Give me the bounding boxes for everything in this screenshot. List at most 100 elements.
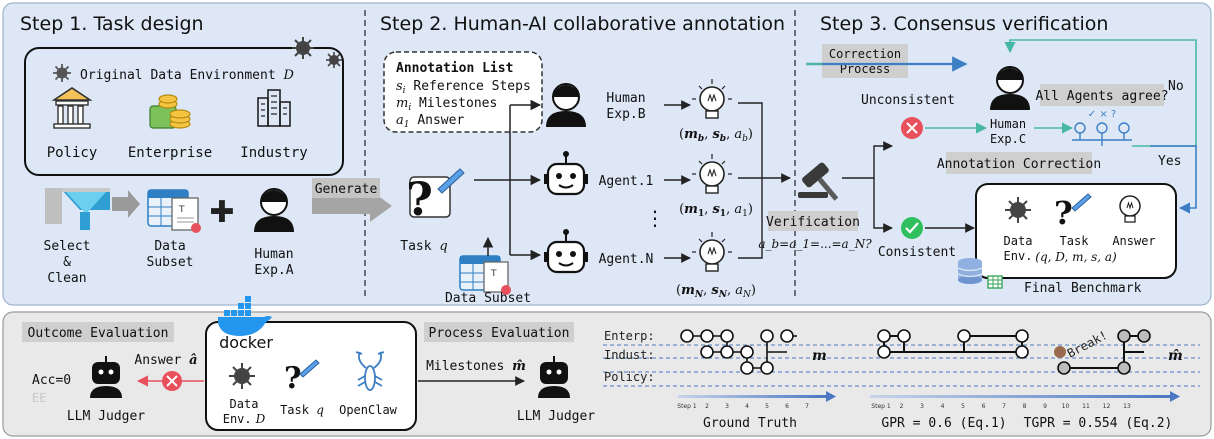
openclaw-label: OpenClaw xyxy=(339,403,398,417)
milestone-node-miss xyxy=(1117,329,1131,343)
robot-icon xyxy=(544,151,588,196)
svg-text:?: ? xyxy=(284,361,302,396)
flow-arrow xyxy=(112,190,140,218)
task-q-bottom: Task q xyxy=(280,403,324,417)
data-subset-icon: T xyxy=(147,189,201,233)
verification-tag xyxy=(768,211,858,231)
all-agree-label: All Agents agree? xyxy=(1035,89,1168,104)
gt-axis xyxy=(678,395,826,398)
svg-text:?: ? xyxy=(406,172,433,226)
generate-tag xyxy=(312,178,380,198)
tick-label: 3 xyxy=(725,403,729,410)
vertical-dots: ⋮ xyxy=(645,206,665,230)
step3-title: Step 3. Consensus verification xyxy=(820,13,1108,35)
output-tuple-b: (mb, sb, ab) xyxy=(679,127,753,144)
robot-icon xyxy=(538,356,570,398)
row-guides xyxy=(603,344,1200,387)
predicted-graph xyxy=(877,329,1151,375)
milestone-node xyxy=(700,345,714,359)
tick-label: 4 xyxy=(941,403,945,410)
mhat-label: m̂ xyxy=(1168,348,1183,364)
tick-label: 5 xyxy=(765,403,769,410)
tick-label: 3 xyxy=(920,403,924,410)
output-tuple-1: (m1, s1, a1) xyxy=(679,202,753,219)
bank-icon xyxy=(51,87,93,129)
cross-mark xyxy=(906,122,918,134)
robot-icon xyxy=(544,229,588,274)
all-agree-tag xyxy=(1040,84,1164,106)
svg-text:?: ? xyxy=(1054,194,1073,232)
step2-title: Step 2. Human-AI collaborative annotatio… xyxy=(380,13,785,35)
env-title: Original Data Environment D xyxy=(80,68,295,83)
ground-truth-label: Ground Truth xyxy=(703,416,797,431)
virus-icon xyxy=(53,64,71,82)
virus-icon xyxy=(326,52,342,68)
data-subset-icon: T xyxy=(459,255,511,295)
cross-mark xyxy=(166,375,178,387)
tick-label: 13 xyxy=(1123,403,1131,410)
vote-marks: ✓ × ? xyxy=(1088,109,1116,120)
milestone-node xyxy=(740,361,754,375)
tick-label: 5 xyxy=(961,403,965,410)
gpr-label: GPR = 0.6 (Eq.1) xyxy=(881,416,1006,431)
env-box xyxy=(24,47,344,176)
tick-label: 11 xyxy=(1082,403,1090,410)
source-policy: Policy xyxy=(47,145,98,161)
yes-loop xyxy=(1150,145,1197,214)
human-icon xyxy=(254,188,294,232)
tgpr-label: TGPR = 0.554 (Eq.2) xyxy=(1024,416,1173,431)
plus-icon: ✚ xyxy=(209,195,234,230)
annotation-correction-tag xyxy=(946,152,1092,174)
acc-label: Acc=0 xyxy=(32,373,71,388)
lightbulb-icon xyxy=(692,232,732,272)
final-benchmark-label: Final Benchmark xyxy=(1024,281,1142,296)
bench-task-label: Task xyxy=(1060,234,1090,248)
database-icon xyxy=(957,258,983,284)
annotation-item: a1 Answer xyxy=(396,113,464,130)
flow-line xyxy=(738,102,763,259)
yes-label: Yes xyxy=(1158,154,1181,169)
milestone-node xyxy=(877,329,891,343)
funnel-icon xyxy=(45,188,110,230)
pred-axis xyxy=(870,395,1170,398)
svg-text:T: T xyxy=(490,269,497,279)
human-icon xyxy=(990,66,1030,110)
spreadsheet-icon xyxy=(987,275,1003,289)
milestone-node xyxy=(780,329,794,343)
lobster-icon xyxy=(355,351,385,391)
milestone-node xyxy=(760,361,774,375)
check-icon xyxy=(901,217,923,239)
tick-label: 2 xyxy=(900,403,904,410)
select-label: Select&Clean xyxy=(44,239,91,286)
tick-label: 9 xyxy=(1043,403,1047,410)
tick-label: 7 xyxy=(1002,403,1006,410)
ee-label: EE xyxy=(32,391,46,405)
unconsistent-label: Unconsistent xyxy=(861,93,955,108)
tick-label: 6 xyxy=(982,403,986,410)
agents-vote-icon xyxy=(1072,122,1132,146)
row-label-indust: Indust: xyxy=(604,348,655,362)
task-scroll-icon: ? xyxy=(406,168,465,226)
check-mark xyxy=(905,222,919,234)
virus-icon xyxy=(1005,197,1031,223)
tick-label: 6 xyxy=(785,403,789,410)
ground-truth-graph xyxy=(680,329,797,375)
bench-task-math: (q, D, m, s, a) xyxy=(1035,250,1117,264)
consistent-label: Consistent xyxy=(878,245,956,260)
svg-text:T: T xyxy=(178,205,185,215)
gavel-icon xyxy=(798,162,839,201)
process-tag xyxy=(424,322,574,342)
m-label: m xyxy=(812,348,827,364)
milestone-node-miss xyxy=(1137,329,1151,343)
buildings-icon xyxy=(257,89,291,127)
step1-title: Step 1. Task design xyxy=(20,13,204,35)
llm-judger-label-2: LLM Judger xyxy=(517,409,595,424)
pred-axis-head xyxy=(1170,391,1180,402)
milestone-node-miss xyxy=(1057,361,1071,375)
process-title: Process Evaluation xyxy=(429,326,570,341)
